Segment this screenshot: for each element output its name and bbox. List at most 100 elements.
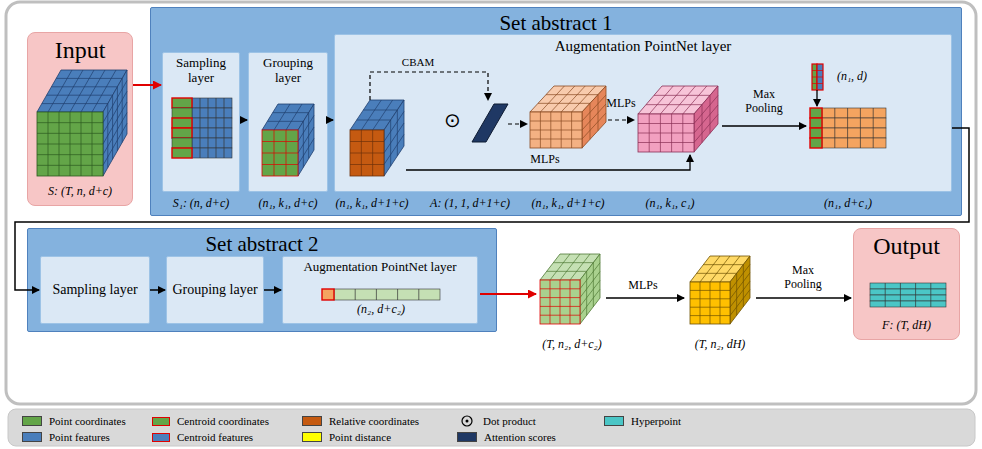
grid-line [560, 280, 561, 324]
grid-line [736, 273, 737, 315]
grid-line [103, 102, 127, 144]
grid-line [56, 78, 122, 79]
grid-line [530, 139, 582, 140]
legend-text: Attention scores [484, 431, 556, 443]
legend-symbol [152, 417, 170, 426]
grid-line [683, 86, 707, 114]
grid-line [208, 128, 209, 138]
tensor-block [690, 256, 750, 324]
grid-line [303, 121, 304, 167]
grid-line [873, 108, 874, 118]
grid-line [112, 95, 113, 159]
module-name: CBAM [402, 56, 434, 69]
legend-swatch [302, 416, 322, 426]
node-title: Output [873, 233, 940, 261]
pooling-arrow [756, 297, 851, 298]
block-side [384, 100, 404, 176]
grid-line [103, 91, 127, 133]
grid-line [873, 128, 874, 138]
grid-line [550, 254, 570, 280]
flow-arrow [150, 289, 165, 291]
grid-line [885, 289, 886, 295]
dimension-label: (n₁, k₁, d+c) [258, 197, 317, 211]
grid-line [900, 283, 901, 289]
row-cell [810, 108, 822, 118]
dimension-label: S₁: (n, d+c) [173, 197, 230, 211]
pooled-rows [810, 108, 886, 148]
grid-line [561, 86, 585, 112]
grid-line [900, 295, 901, 301]
tensor-blocks [37, 64, 946, 324]
grid-line [216, 138, 217, 148]
row-cell [172, 128, 192, 138]
grid-line [530, 130, 582, 131]
grid-line [847, 128, 848, 138]
grid-line [37, 144, 103, 145]
grid-line [384, 123, 404, 153]
grid-line [37, 165, 103, 166]
grid-line [697, 273, 737, 274]
grid-line [812, 77, 823, 78]
row-cell [810, 118, 822, 128]
grid-line [224, 128, 225, 138]
legend-text: Centroid features [177, 431, 253, 443]
grid-line [208, 98, 209, 108]
legend-text: Hyperpoint [631, 415, 681, 427]
row-cell [810, 138, 822, 148]
grid-line [860, 128, 861, 138]
grid-line [103, 113, 127, 155]
grid-line [582, 113, 606, 139]
flow-arrow [264, 289, 281, 291]
grid-line [690, 298, 730, 299]
grid-line [710, 256, 730, 282]
grid-line [930, 289, 931, 295]
grid-line [547, 271, 587, 272]
dimension-label: (n₁, k₁, d+1+c) [335, 197, 408, 211]
operation-name: Max Pooling [775, 264, 831, 292]
grid-line [546, 94, 598, 95]
operation-name: MLPs [530, 153, 559, 167]
grid-line [224, 98, 225, 108]
row-cell [192, 138, 232, 148]
grid-line [743, 265, 744, 307]
dimension-label: S: (T, n, d+c) [48, 185, 112, 199]
grid-line [355, 289, 356, 300]
tensor-block [37, 70, 127, 176]
grid-line [200, 148, 201, 158]
grid-line [915, 301, 916, 307]
tensor-block [530, 86, 606, 148]
grid-line [397, 110, 398, 156]
grid-line [42, 103, 108, 104]
legend-symbol [152, 433, 170, 442]
grid-line [540, 315, 580, 316]
attention-scores [472, 104, 508, 142]
grid-line [593, 263, 594, 307]
grid-line [654, 95, 710, 96]
grid-line [873, 138, 874, 148]
grid-line [376, 289, 377, 300]
legend-item: Attention scores [457, 430, 556, 444]
legend-text: Point distance [329, 431, 391, 443]
grid-line [580, 289, 600, 315]
node-title: Sampling layer [52, 282, 137, 298]
legend-swatch [22, 416, 42, 426]
grid-line [930, 295, 931, 301]
legend-item: Point features [22, 430, 110, 444]
grid-line [703, 264, 743, 265]
legend-text: Relative coordinates [329, 415, 419, 427]
grid-line [37, 133, 103, 134]
row-cell [870, 301, 946, 307]
grid-line [200, 98, 201, 108]
grid-line [812, 70, 823, 71]
row-cell [172, 108, 192, 118]
grid-line [298, 127, 314, 153]
grid-line [590, 103, 591, 139]
grid-line [540, 297, 580, 298]
grid-line [660, 86, 684, 114]
legend-swatch [457, 432, 477, 442]
grid-line [540, 86, 564, 112]
legend-text: Point features [49, 431, 110, 443]
operator-symbol: ⊙ [444, 110, 461, 130]
dashed-arrow [508, 123, 527, 124]
grid-line [59, 70, 83, 112]
